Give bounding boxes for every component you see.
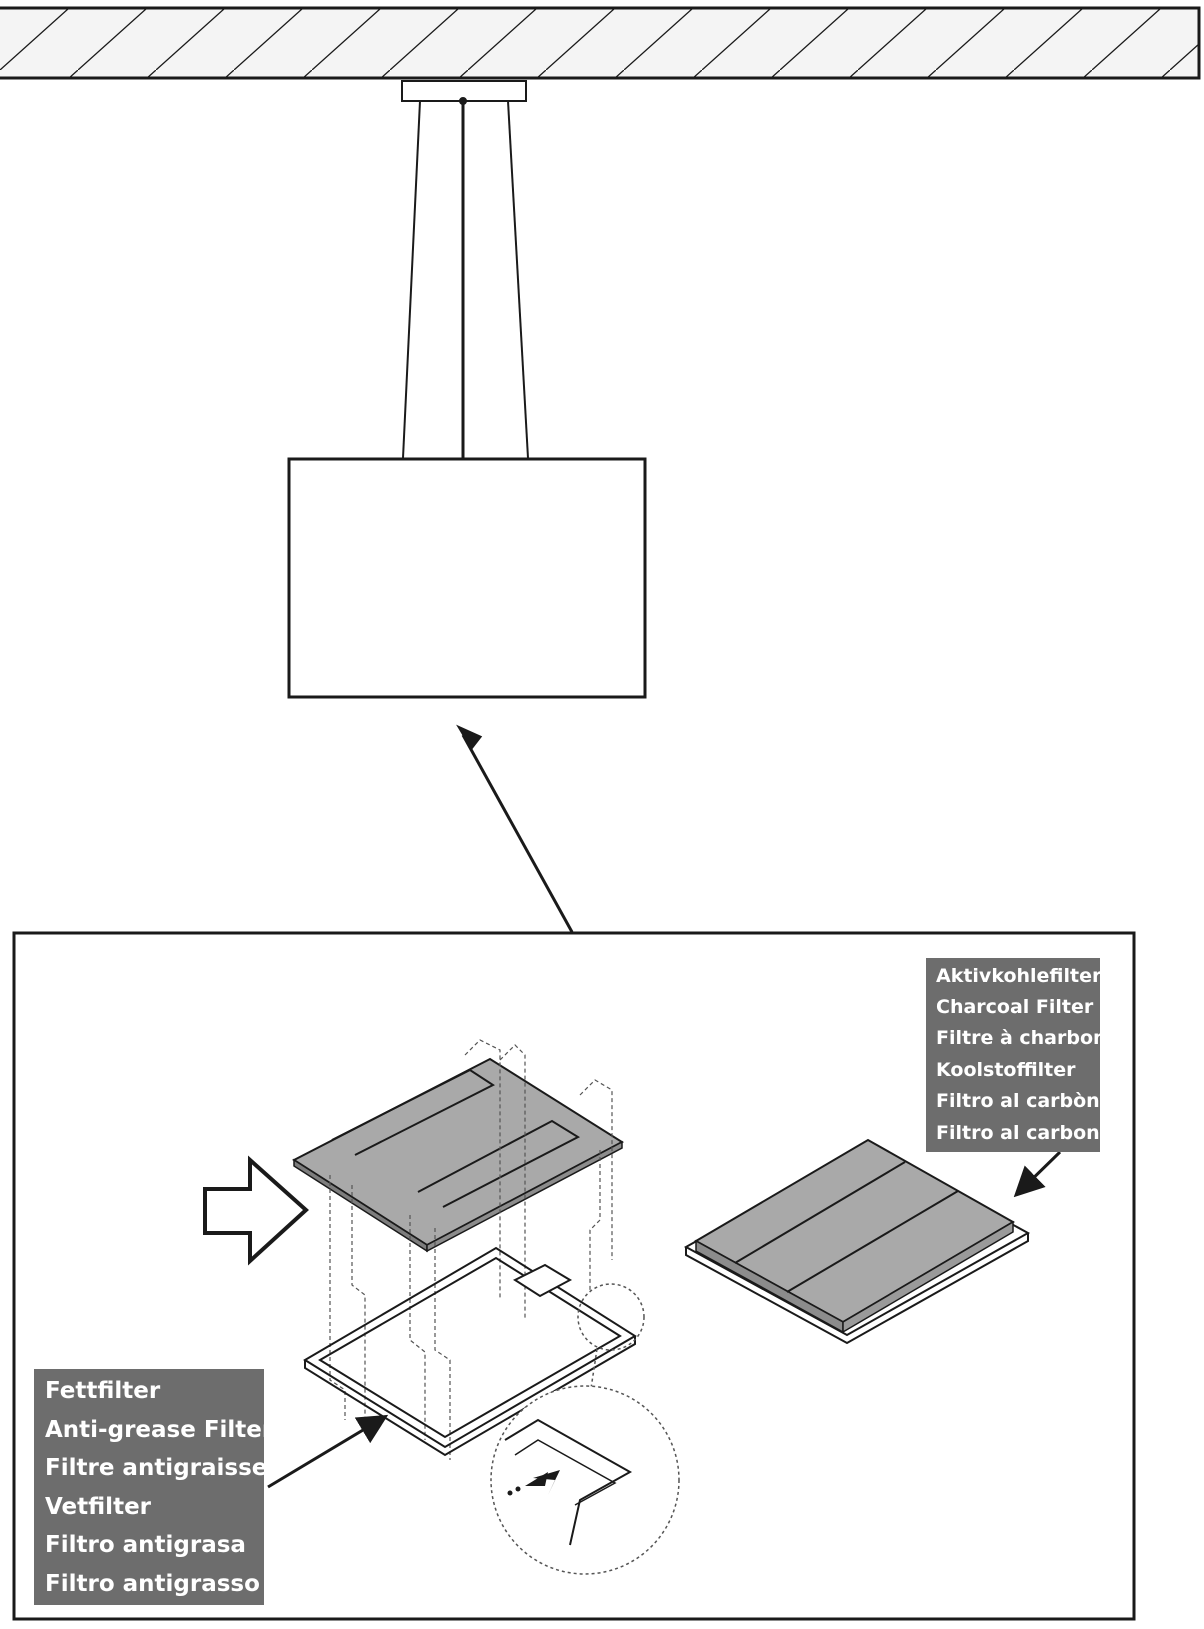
charcoal-label-line-5: Filtro al carbòn — [936, 1090, 1100, 1112]
grease-leader-arrow — [267, 1414, 389, 1489]
charcoal-label-line-1: Aktivkohlefilter — [936, 965, 1102, 987]
insertion-guides — [329, 1039, 613, 1460]
ceiling — [0, 6, 1201, 80]
suspension-cables — [402, 97, 529, 470]
grease-label-line-5: Filtro antigrasa — [45, 1532, 246, 1558]
charcoal-label-line-6: Filtro al carbone — [936, 1122, 1113, 1144]
hood-body — [287, 457, 647, 699]
grease-label-line-6: Filtro antigrasso — [45, 1571, 260, 1597]
grease-label-line-1: Fettfilter — [45, 1378, 161, 1404]
charcoal-filter-assembly — [683, 1138, 1031, 1345]
grease-label-line-2: Anti-grease Filter — [45, 1417, 274, 1443]
pointer-arrow — [456, 724, 574, 933]
charcoal-label-line-4: Koolstoffilter — [936, 1059, 1076, 1081]
charcoal-label-line-2: Charcoal Filter — [936, 996, 1094, 1018]
charcoal-leader-arrow — [1013, 1150, 1062, 1198]
charcoal-filter-label: Aktivkohlefilter Charcoal Filter Filtre … — [926, 958, 1113, 1152]
filter-frame — [303, 1246, 637, 1457]
magnifier-detail — [490, 1385, 680, 1575]
grease-filter-label: Fettfilter Anti-grease Filter Filtre ant… — [34, 1369, 274, 1605]
grease-label-line-4: Vetfilter — [45, 1494, 152, 1520]
grease-label-line-3: Filtre antigraisse — [45, 1455, 267, 1481]
charcoal-label-line-3: Filtre à charbon — [936, 1027, 1107, 1049]
magnifier-small — [577, 1283, 645, 1351]
insert-direction-arrow — [203, 1155, 309, 1266]
